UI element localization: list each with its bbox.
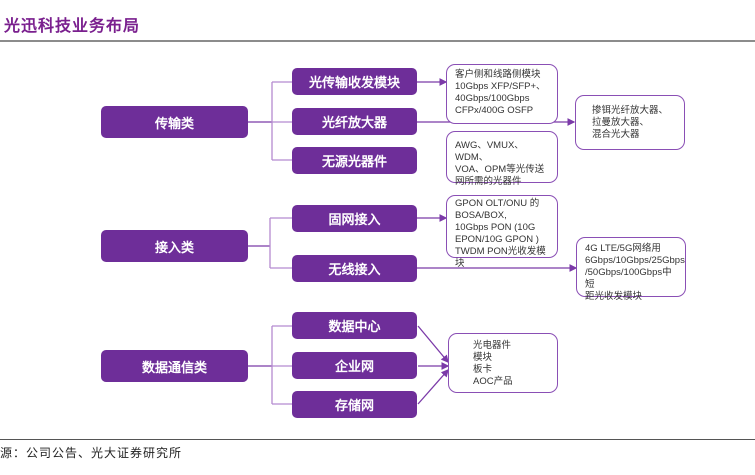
category-transmission: 传输类 xyxy=(101,106,248,138)
sub-storage: 存储网 xyxy=(292,391,417,418)
sub-amplifier: 光纤放大器 xyxy=(292,108,417,135)
sub-fixed-access: 固网接入 xyxy=(292,205,417,232)
arrow-dc xyxy=(417,325,449,363)
figure-title: 光迅科技业务布局 xyxy=(4,16,141,35)
category-datacom: 数据通信类 xyxy=(101,350,248,382)
sub-wireless-access: 无线接入 xyxy=(292,255,417,282)
sub-enterprise: 企业网 xyxy=(292,352,417,379)
tree-access xyxy=(248,217,292,269)
note-wireless-access: 4G LTE/5G网络用 6Gbps/10Gbps/25Gbps /50Gbps… xyxy=(576,237,686,302)
note-fixed-access: GPON OLT/ONU 的 BOSA/BOX, 10Gbps PON (10G… xyxy=(446,195,558,269)
note-amplifier: 掺铒光纤放大器、 拉曼放大器、 混合光大器 xyxy=(575,95,685,150)
note-datacom: 光电器件 模块 板卡 AOC产品 xyxy=(448,333,558,393)
category-access: 接入类 xyxy=(101,230,248,262)
sub-datacenter: 数据中心 xyxy=(292,312,417,339)
tree-datacom xyxy=(248,325,292,405)
arrow-storage xyxy=(417,369,449,405)
sub-transceiver: 光传输收发模块 xyxy=(292,68,417,95)
note-transceiver: 客户侧和线路侧模块 10Gbps XFP/SFP+、 40Gbps/100Gbp… xyxy=(446,64,558,124)
note-passive: AWG、VMUX、WDM、 VOA、OPM等光传送 网所需的光器件 xyxy=(446,131,558,187)
bottom-rule xyxy=(0,439,755,440)
sub-passive: 无源光器件 xyxy=(292,147,417,174)
tree-transmission xyxy=(248,81,292,161)
source-note: 源：公司公告、光大证券研究所 xyxy=(0,446,183,460)
top-rule xyxy=(0,40,755,42)
